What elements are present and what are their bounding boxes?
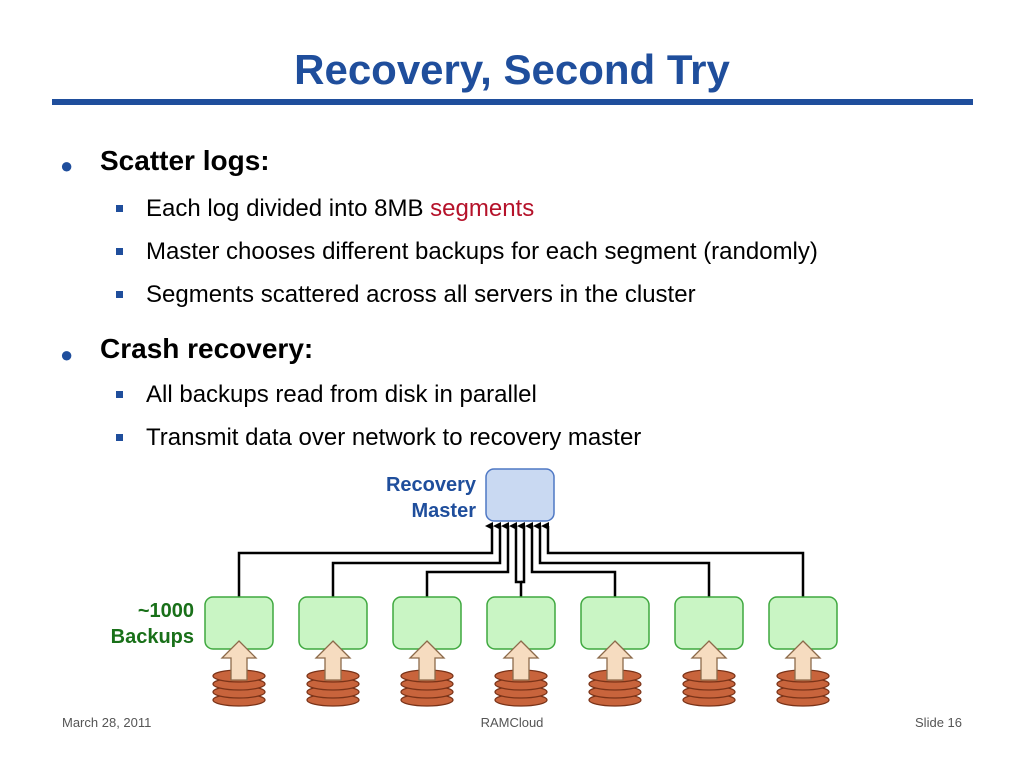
bullet-dot-icon: ● bbox=[60, 153, 74, 178]
bullet-dot-icon: ● bbox=[60, 342, 74, 367]
read-arrow-icon bbox=[314, 640, 352, 681]
recovery-master-label-line1: Recovery bbox=[385, 474, 476, 496]
sub-bullet-transmit: Transmit data over network to recovery m… bbox=[146, 424, 642, 451]
read-arrow-icon bbox=[784, 640, 822, 681]
backup-servers bbox=[204, 596, 838, 707]
sub-bullet-parallel-read: All backups read from disk in parallel bbox=[146, 381, 537, 408]
footer-center-label: RAMCloud bbox=[480, 715, 544, 730]
bullet-crash-recovery: Crash recovery: bbox=[100, 333, 314, 364]
sub-bullet-square-icon bbox=[116, 434, 123, 441]
connector-line bbox=[509, 522, 523, 597]
backups-label: ~1000 Backups bbox=[60, 598, 194, 650]
read-arrow-icon bbox=[690, 640, 728, 681]
segments-highlight: segments bbox=[430, 195, 535, 222]
bullet-list: ● Scatter logs: Each log divided into 8M… bbox=[60, 145, 818, 451]
sub-bullet-square-icon bbox=[116, 248, 123, 255]
sub-bullet-square-icon bbox=[116, 205, 123, 212]
recovery-master-box bbox=[485, 468, 555, 522]
connector-line bbox=[237, 522, 494, 597]
footer-date: March 28, 2011 bbox=[62, 715, 152, 730]
recovery-master-label-line2: Master bbox=[411, 500, 476, 522]
read-arrow-icon bbox=[220, 640, 258, 681]
read-arrow-icon bbox=[502, 640, 540, 681]
connector-line bbox=[331, 522, 502, 597]
read-arrow-icon bbox=[408, 640, 446, 681]
backups-label-line2: Backups bbox=[110, 626, 194, 648]
backups-label-line1: ~1000 bbox=[137, 600, 194, 622]
connector-line bbox=[525, 522, 617, 597]
connector-line bbox=[533, 522, 711, 597]
bullet-scatter-logs: Scatter logs: bbox=[100, 145, 270, 176]
sub-bullet-master-chooses: Master chooses different backups for eac… bbox=[146, 238, 818, 265]
connector-line bbox=[541, 522, 805, 597]
sub-bullet-segments: Each log divided into 8MB segments bbox=[146, 195, 534, 223]
title-underline bbox=[52, 99, 973, 105]
network-connectors bbox=[237, 522, 805, 597]
footer-slide-number: Slide 16 bbox=[915, 715, 962, 730]
sub-bullet-scattered: Segments scattered across all servers in… bbox=[146, 281, 696, 308]
sub-bullet-square-icon bbox=[116, 391, 123, 398]
connector-line bbox=[425, 522, 510, 597]
recovery-master-label: Recovery Master bbox=[330, 472, 476, 524]
sub-bullet-text: Each log divided into 8MB bbox=[146, 195, 431, 222]
read-arrow-icon bbox=[596, 640, 634, 681]
slide-title: Recovery, Second Try bbox=[294, 46, 730, 93]
connector-line bbox=[517, 522, 526, 584]
sub-bullet-square-icon bbox=[116, 291, 123, 298]
